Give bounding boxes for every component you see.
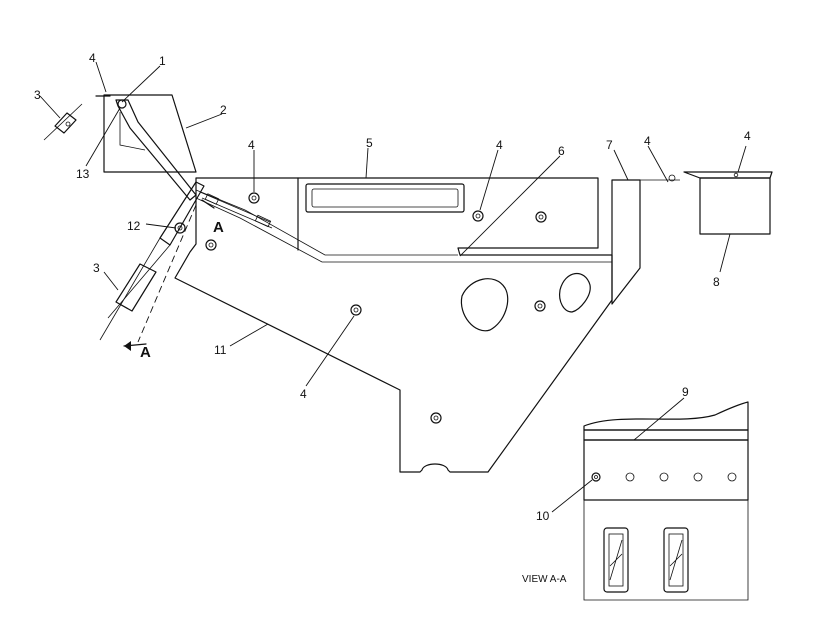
left-rail	[99, 181, 205, 341]
box-part	[668, 171, 773, 235]
callout-12: 12	[127, 219, 141, 233]
callout-4-upper-left: 4	[89, 51, 96, 65]
section-mark-top: A	[213, 219, 224, 236]
callout-2: 2	[220, 103, 227, 117]
callout-5: 5	[366, 136, 373, 150]
callout-3-lower: 3	[93, 261, 100, 275]
callout-13: 13	[76, 167, 90, 181]
callout-3-upper: 3	[34, 88, 41, 102]
section-line-aa: A A	[123, 199, 224, 361]
callout-11: 11	[214, 343, 227, 357]
callout-numbers: 1 2 3 4 13 4 5 4 6 7 4 4 8 12 3 11 4 9 1…	[34, 51, 751, 585]
upper-bracket	[95, 94, 197, 201]
callout-4-side-panel: 4	[644, 134, 651, 148]
callout-8: 8	[713, 275, 720, 289]
side-panel	[611, 179, 680, 305]
view-aa-label: VIEW A-A	[522, 574, 567, 585]
clip-upper	[43, 103, 83, 141]
callout-6: 6	[558, 144, 565, 158]
view-aa-detail	[583, 401, 749, 601]
callout-4-left-panel: 4	[248, 138, 255, 152]
leader-lines	[39, 61, 747, 513]
callout-4-lower: 4	[300, 387, 307, 401]
callout-7: 7	[606, 138, 613, 152]
fasteners	[205, 192, 547, 424]
callout-1: 1	[159, 54, 166, 68]
callout-4-box: 4	[744, 129, 751, 143]
main-panel	[174, 177, 613, 473]
section-mark-bottom: A	[140, 344, 151, 361]
top-strip	[199, 191, 273, 229]
callout-4-mid-panel: 4	[496, 138, 503, 152]
callout-10: 10	[536, 509, 550, 523]
callout-9: 9	[682, 385, 689, 399]
